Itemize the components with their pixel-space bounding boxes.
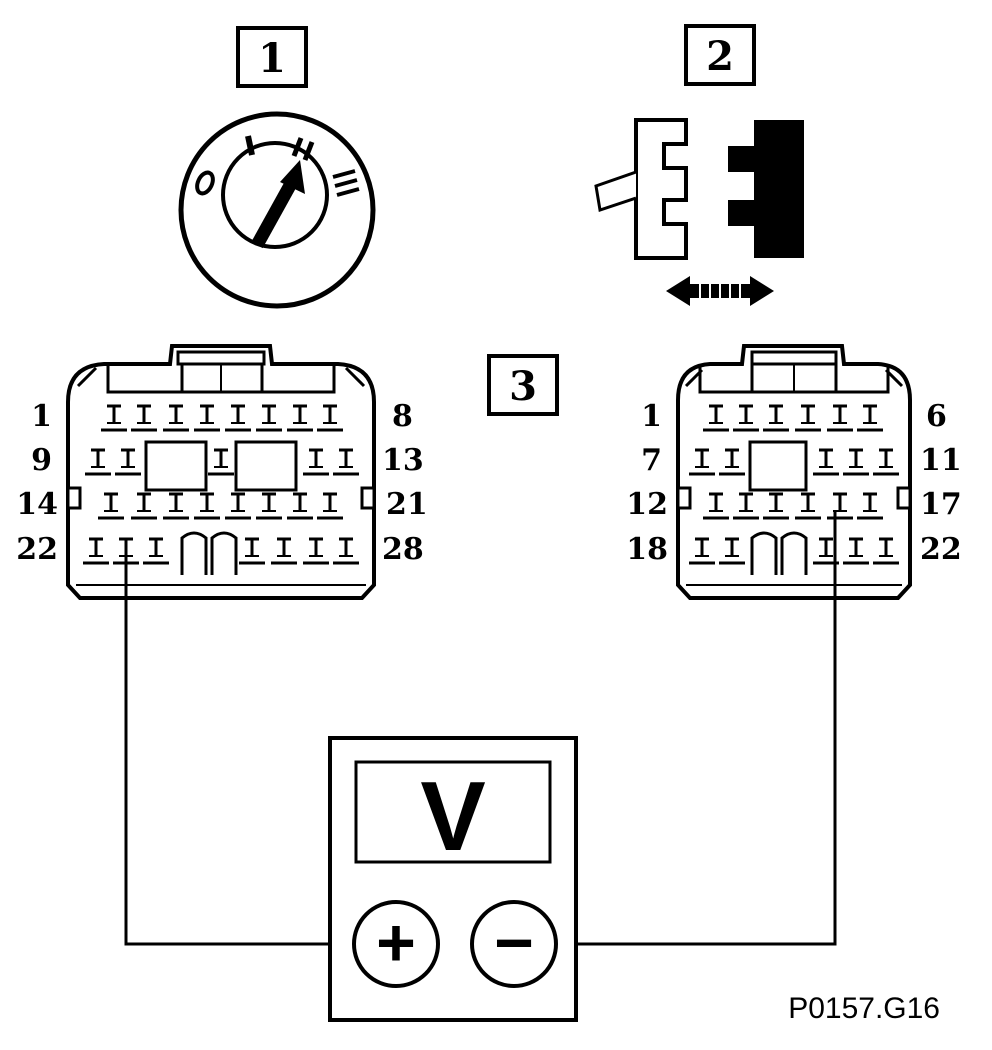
pin-left-19 bbox=[256, 492, 282, 520]
pin-left-2 bbox=[131, 404, 157, 432]
pin-label-left-row2-end: 13 bbox=[382, 443, 424, 478]
pin-left-12 bbox=[303, 448, 329, 476]
pin-right-16 bbox=[827, 492, 853, 520]
pin-right-2 bbox=[733, 404, 759, 432]
pin-label-right-row2-end: 11 bbox=[920, 443, 962, 478]
callout-3: 3 bbox=[487, 354, 559, 416]
connector-left-labels: 1 8 9 13 14 21 22 28 bbox=[16, 399, 428, 567]
ignition-position-II bbox=[291, 137, 315, 161]
pin-label-right-row1-start: 1 bbox=[641, 399, 662, 434]
pin-left-4 bbox=[194, 404, 220, 432]
pin-right-7 bbox=[689, 448, 715, 476]
callout-3-label: 3 bbox=[509, 363, 537, 410]
pin-right-8 bbox=[719, 448, 745, 476]
connector-right bbox=[676, 344, 912, 600]
pin-label-right-row1-end: 6 bbox=[926, 399, 947, 434]
ignition-position-0 bbox=[195, 170, 215, 196]
pin-label-right-row4-end: 22 bbox=[920, 532, 962, 567]
ignition-switch-icon bbox=[178, 111, 376, 309]
connector-disconnect-icon bbox=[594, 118, 804, 306]
pin-left-9 bbox=[85, 448, 111, 476]
pin-left-22 bbox=[83, 537, 109, 565]
connector-left bbox=[66, 344, 376, 600]
pin-grid-left bbox=[83, 404, 359, 565]
pin-left-1 bbox=[101, 404, 127, 432]
pin-right-21 bbox=[843, 537, 869, 565]
negative-terminal: − bbox=[470, 900, 558, 988]
pin-label-right-row3-start: 12 bbox=[626, 487, 668, 522]
pin-left-15 bbox=[131, 492, 157, 520]
pin-left-13 bbox=[333, 448, 359, 476]
pin-right-14 bbox=[763, 492, 789, 520]
pin-left-3 bbox=[163, 404, 189, 432]
positive-terminal: + bbox=[352, 900, 440, 988]
pin-label-right-row3-end: 17 bbox=[920, 487, 962, 522]
pin-label-left-row4-start: 22 bbox=[16, 532, 58, 567]
pin-right-15 bbox=[795, 492, 821, 520]
pin-label-left-row1-end: 8 bbox=[392, 399, 413, 434]
probe-wire-positive bbox=[124, 557, 356, 946]
pin-left-18 bbox=[225, 492, 251, 520]
key-pointer-icon bbox=[251, 160, 305, 249]
pin-left-10 bbox=[115, 448, 141, 476]
pin-left-17 bbox=[194, 492, 220, 520]
ignition-position-III bbox=[332, 169, 360, 197]
pin-label-right-row2-start: 7 bbox=[641, 443, 662, 478]
pin-right-9 bbox=[813, 448, 839, 476]
pin-left-6 bbox=[256, 404, 282, 432]
callout-1-label: 1 bbox=[258, 35, 286, 82]
positive-terminal-sign: + bbox=[376, 905, 416, 981]
pin-left-27 bbox=[303, 537, 329, 565]
voltmeter: V + − bbox=[328, 736, 578, 1022]
double-arrow-icon bbox=[666, 276, 774, 306]
pin-left-28 bbox=[333, 537, 359, 565]
pin-left-8 bbox=[317, 404, 343, 432]
connector-right-labels: 1 6 7 11 12 17 18 22 bbox=[626, 399, 962, 567]
pin-right-13 bbox=[733, 492, 759, 520]
pin-label-left-row3-start: 14 bbox=[16, 487, 58, 522]
pin-label-left-row2-start: 9 bbox=[31, 443, 52, 478]
pin-right-17 bbox=[857, 492, 883, 520]
pin-right-5 bbox=[827, 404, 853, 432]
pin-right-1 bbox=[703, 404, 729, 432]
pin-right-3 bbox=[763, 404, 789, 432]
pin-right-10 bbox=[843, 448, 869, 476]
pin-grid-right bbox=[689, 404, 899, 565]
pin-left-21 bbox=[317, 492, 343, 520]
pin-label-right-row4-start: 18 bbox=[626, 532, 668, 567]
pin-right-6 bbox=[857, 404, 883, 432]
pin-left-5 bbox=[225, 404, 251, 432]
pin-left-16 bbox=[163, 492, 189, 520]
negative-terminal-sign: − bbox=[494, 905, 534, 981]
probe-wire-negative bbox=[556, 512, 837, 946]
pin-left-26 bbox=[271, 537, 297, 565]
pin-right-11 bbox=[873, 448, 899, 476]
pin-left-25 bbox=[239, 537, 265, 565]
pin-label-left-row3-end: 21 bbox=[386, 487, 428, 522]
pin-right-22 bbox=[873, 537, 899, 565]
pin-label-left-row4-end: 28 bbox=[382, 532, 424, 567]
pin-left-14 bbox=[98, 492, 124, 520]
callout-2-label: 2 bbox=[706, 33, 734, 80]
pin-left-11 bbox=[208, 448, 234, 476]
ignition-position-I bbox=[245, 135, 255, 156]
pin-right-12 bbox=[703, 492, 729, 520]
figure-code: P0157.G16 bbox=[788, 992, 940, 1025]
pin-right-4 bbox=[795, 404, 821, 432]
pin-left-24 bbox=[143, 537, 169, 565]
pin-right-19 bbox=[719, 537, 745, 565]
voltmeter-display: V bbox=[420, 761, 485, 871]
pin-label-left-row1-start: 1 bbox=[31, 399, 52, 434]
callout-1: 1 bbox=[236, 26, 308, 88]
callout-2: 2 bbox=[684, 24, 756, 86]
pin-left-7 bbox=[287, 404, 313, 432]
pin-right-18 bbox=[689, 537, 715, 565]
pin-left-20 bbox=[287, 492, 313, 520]
